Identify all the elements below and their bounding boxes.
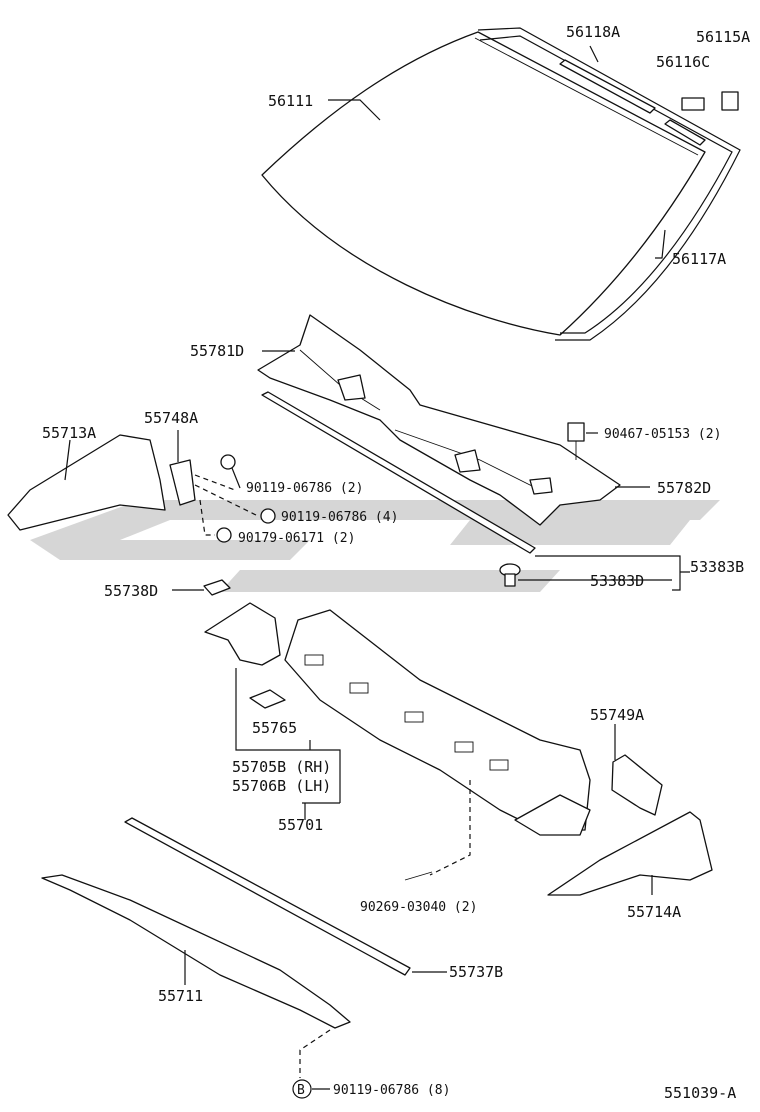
label-56117a: 56117A [672, 250, 726, 268]
label-55705b: 55705B (RH) [232, 758, 331, 776]
label-90119-b: 90119-06786 (4) [281, 510, 398, 525]
label-55738d: 55738D [104, 582, 158, 600]
label-55765: 55765 [252, 719, 297, 737]
label-90119-c: 90119-06786 (8) [333, 1083, 450, 1098]
bracket-55714a [547, 811, 713, 896]
clip-53383d [499, 563, 521, 587]
label-56115a: 56115A [696, 28, 750, 46]
label-90467: 90467-05153 (2) [604, 427, 721, 442]
clip-56116c [681, 97, 705, 111]
clip-90467 [567, 422, 585, 460]
label-55781d: 55781D [190, 342, 244, 360]
label-55748a: 55748A [144, 409, 198, 427]
label-90269: 90269-03040 (2) [360, 900, 477, 915]
label-56118a: 56118A [566, 23, 620, 41]
bracket-55713a [7, 434, 166, 531]
bracket-55705b [204, 602, 281, 666]
windshield-glass [261, 31, 706, 336]
cowl-panel-55701 [284, 609, 591, 836]
moulding-56117a [477, 27, 741, 341]
label-56111: 56111 [268, 92, 313, 110]
circle-b-marker: B [292, 1079, 312, 1099]
weatherstrip-53383b [261, 391, 536, 554]
plate-55765 [249, 689, 286, 709]
cowl-top-ventilator [257, 314, 621, 526]
label-53383d: 53383D [590, 572, 644, 590]
label-55749a: 55749A [590, 706, 644, 724]
circle-b-letter: B [297, 1083, 305, 1098]
label-55782d: 55782D [657, 479, 711, 497]
bracket-55749a [611, 754, 663, 816]
reinforcement-55737b [124, 817, 411, 976]
label-55711: 55711 [158, 987, 203, 1005]
label-55714a: 55714A [627, 903, 681, 921]
label-90119-a: 90119-06786 (2) [246, 481, 363, 496]
leader-lines [64, 45, 690, 985]
label-55713a: 55713A [42, 424, 96, 442]
pad-55738d [203, 579, 231, 596]
clip-56115a [721, 91, 739, 111]
bracket-55748a [169, 459, 196, 506]
label-55706b: 55706B (LH) [232, 777, 331, 795]
reinforcement-55711 [41, 874, 351, 1029]
label-56116c: 56116C [656, 53, 710, 71]
label-55701: 55701 [278, 816, 323, 834]
bolt-icon [216, 454, 276, 543]
moulding-56118a [559, 59, 706, 146]
label-53383b: 53383B [690, 558, 744, 576]
figure-id: 551039-A [664, 1084, 736, 1102]
label-55737b: 55737B [449, 963, 503, 981]
label-90179: 90179-06171 (2) [238, 531, 355, 546]
